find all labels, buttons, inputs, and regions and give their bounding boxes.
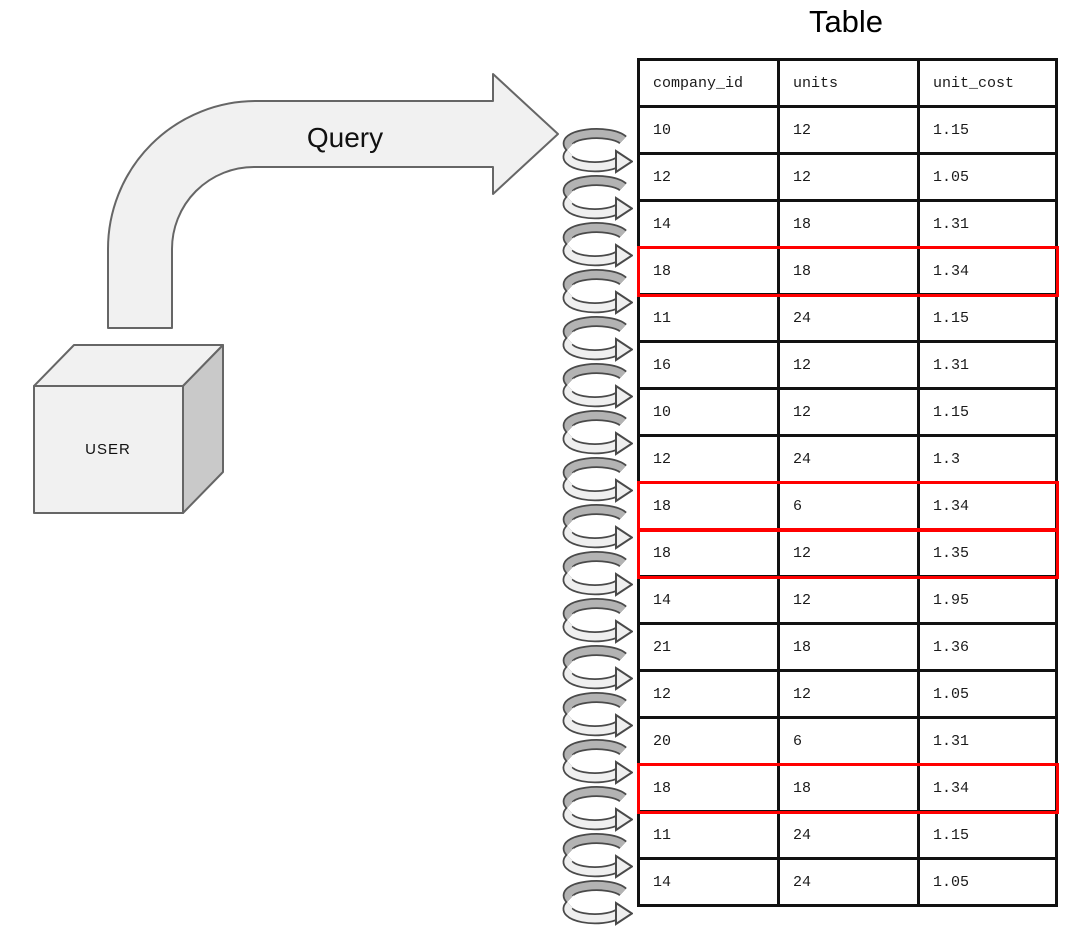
table-cell: 18 [777,246,920,296]
loop-arrow-icon [562,269,633,315]
table-cell: 11 [637,293,780,343]
table-cell: 1.05 [917,669,1058,719]
table-cell: 24 [777,293,920,343]
table-cell: 12 [777,152,920,202]
table-cell: 1.34 [917,763,1058,813]
table-cell: 1.31 [917,199,1058,249]
table-cell: 14 [637,575,780,625]
loop-arrow-icon [562,504,633,550]
table-cell: 14 [637,857,780,907]
table-cell: 18 [637,246,780,296]
table-cell: 18 [777,763,920,813]
table-cell: 18 [637,528,780,578]
table-cell: 16 [637,340,780,390]
table-cell: 10 [637,105,780,155]
table-cell: 1.31 [917,340,1058,390]
loop-arrow-icon [562,410,633,456]
table-cell: 6 [777,716,920,766]
user-cube-label: USER [85,441,131,458]
column-header: units [777,58,920,108]
table-cell: 18 [637,763,780,813]
loop-arrow-icon [562,598,633,644]
table-cell: 24 [777,857,920,907]
table-cell: 12 [637,669,780,719]
user-cube-top-face [33,344,224,387]
column-header: unit_cost [917,58,1058,108]
column-header: company_id [637,58,780,108]
loop-arrow-icon [562,880,633,926]
table-cell: 1.15 [917,293,1058,343]
table-cell: 24 [777,434,920,484]
table-cell: 1.34 [917,246,1058,296]
table-cell: 1.95 [917,575,1058,625]
table-cell: 12 [777,387,920,437]
loop-arrow-icon [562,645,633,691]
table-cell: 12 [637,152,780,202]
table-cell: 1.05 [917,857,1058,907]
table-cell: 18 [777,622,920,672]
loop-arrow-icon [562,128,633,174]
loop-arrow-icon [562,363,633,409]
user-cube-side-face [182,344,224,514]
table-cell: 1.36 [917,622,1058,672]
loop-arrow-icon [562,175,633,221]
query-arrow-label: Query [307,122,383,153]
table-cell: 1.35 [917,528,1058,578]
user-cube: USER [33,344,224,514]
table-cell: 1.31 [917,716,1058,766]
table-cell: 1.05 [917,152,1058,202]
table-cell: 24 [777,810,920,860]
query-arrow [107,73,559,329]
loop-arrow-icon [562,692,633,738]
table-cell: 12 [637,434,780,484]
table-cell: 20 [637,716,780,766]
loop-arrow-icon [562,739,633,785]
table-cell: 12 [777,575,920,625]
loop-arrow-icon [562,833,633,879]
table-cell: 14 [637,199,780,249]
table-cell: 1.15 [917,387,1058,437]
loop-arrow-icon [562,551,633,597]
table-title: Table [808,4,884,39]
table-cell: 12 [777,340,920,390]
loop-arrow-icon [562,222,633,268]
user-cube-front-face [33,385,184,514]
table-cell: 18 [777,199,920,249]
table-cell: 1.15 [917,810,1058,860]
table-cell: 12 [777,669,920,719]
table-cell: 6 [777,481,920,531]
table-cell: 1.34 [917,481,1058,531]
table-cell: 18 [637,481,780,531]
loop-arrow-icon [562,457,633,503]
table-cell: 1.3 [917,434,1058,484]
table-cell: 12 [777,105,920,155]
table-cell: 1.15 [917,105,1058,155]
table-cell: 10 [637,387,780,437]
loop-arrow-icon [562,786,633,832]
table-cell: 11 [637,810,780,860]
loop-arrow-icon [562,316,633,362]
table-cell: 12 [777,528,920,578]
table-cell: 21 [637,622,780,672]
